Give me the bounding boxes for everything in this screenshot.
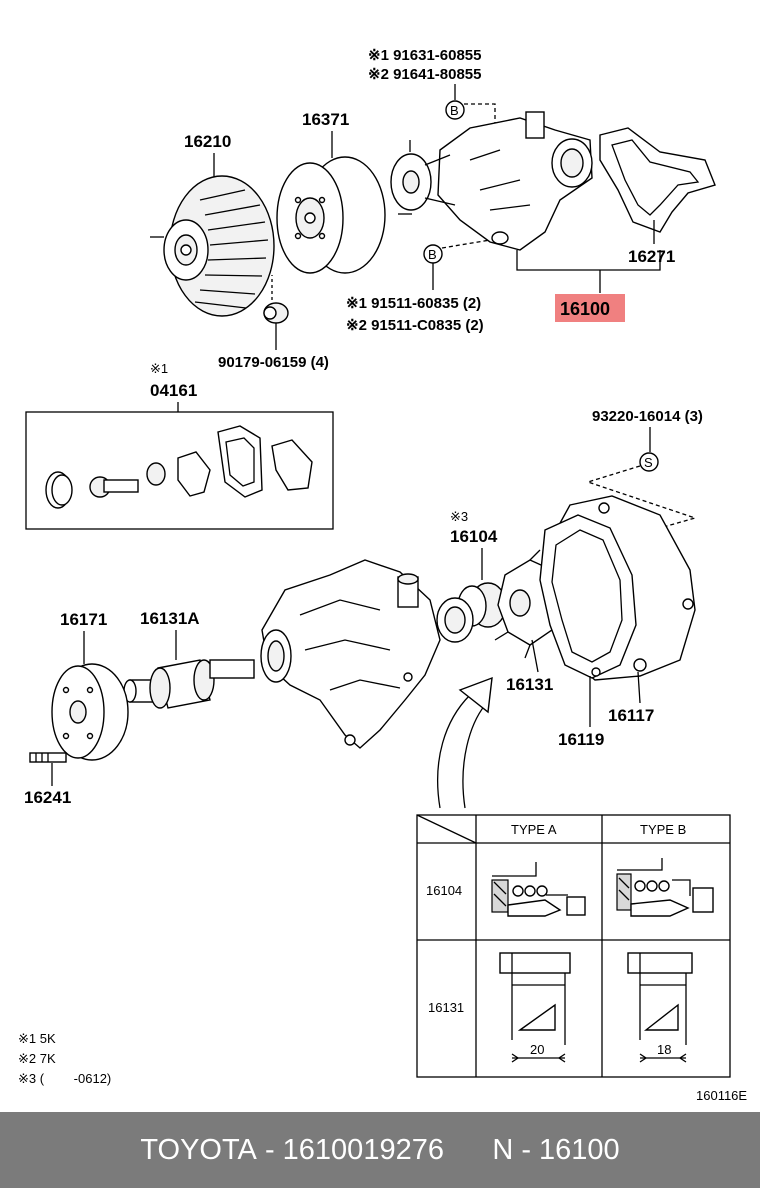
fan-clutch-part [150,175,275,317]
gasket-16271-part [599,127,716,233]
pump-body-part [260,559,474,749]
seal-type-b-drawing [616,858,714,917]
label-90179: 90179-06159 (4) [218,354,329,371]
nut-part [263,302,289,324]
parts-diagram: ※1 91631-60855 ※2 91641-80855 B 16210 16… [18,47,747,1103]
pulley-part [276,156,386,274]
footer-gap [444,1134,492,1167]
table-row-16131: 16131 [428,1000,464,1015]
note-91631: ※1 91631-60855 [368,47,482,64]
label-16119: 16119 [558,730,604,749]
legend-seal-range: ※3 ( -0612) [18,1071,111,1086]
label-16104: 16104 [450,527,498,546]
shaft-part [123,659,255,709]
label-93220: 93220-16014 (3) [592,408,703,425]
label-bolt-91511-60835: ※1 91511-60835 (2) [346,295,481,312]
highlight-16100 [555,294,625,322]
water-pump-assy-top [390,111,593,251]
label-16171: 16171 [60,610,107,629]
label-seal-mark: ※3 [450,509,468,524]
diagram-code: 160116E [696,1088,747,1103]
footer-sep1: - [256,1133,283,1166]
label-16210: 16210 [184,132,231,151]
label-16100: 16100 [560,299,610,319]
hub-part [51,663,129,761]
dim-type-b: 18 [657,1042,671,1057]
table-header-type-a: TYPE A [511,822,557,837]
rotor-type-b-drawing [627,952,693,1063]
svg-text:B: B [428,247,437,262]
circle-s: S [639,452,659,472]
legend-7k: ※2 7K [18,1051,56,1066]
kit-parts [45,425,313,509]
label-16117: 16117 [608,706,654,725]
label-16271: 16271 [628,247,675,266]
footer-ref: N - 16100 [492,1133,620,1166]
label-kit-mark: ※1 [150,361,168,376]
label-16241: 16241 [24,788,71,807]
table-header-type-b: TYPE B [640,822,686,837]
label-16131a: 16131A [140,609,200,628]
seal-type-a-drawing [491,862,586,917]
label-bolt-91511-c0835: ※2 91511-C0835 (2) [346,317,484,334]
note-91641: ※2 91641-80855 [368,66,482,83]
detail-table [416,814,731,1078]
detail-arrow [437,676,493,809]
svg-text:S: S [644,455,653,470]
circle-b-top: B [445,100,465,120]
label-04161: 04161 [150,381,197,400]
label-16131: 16131 [506,675,553,694]
footer-brand: TOYOTA [140,1133,257,1166]
footer-part-number: 1610019276 [282,1133,444,1166]
pin-part [29,752,67,763]
svg-text:B: B [450,103,459,118]
dim-type-a: 20 [530,1042,544,1057]
kit-box [25,411,334,530]
label-16371: 16371 [302,110,349,129]
rotor-type-a-drawing [499,952,571,1063]
legend-5k: ※1 5K [18,1031,56,1046]
table-row-16104: 16104 [426,883,462,898]
circle-b-bottom: B [423,244,443,264]
part-footer: TOYOTA - 1610019276 N - 16100 [0,1112,760,1188]
gasket-16119-part [539,514,637,679]
